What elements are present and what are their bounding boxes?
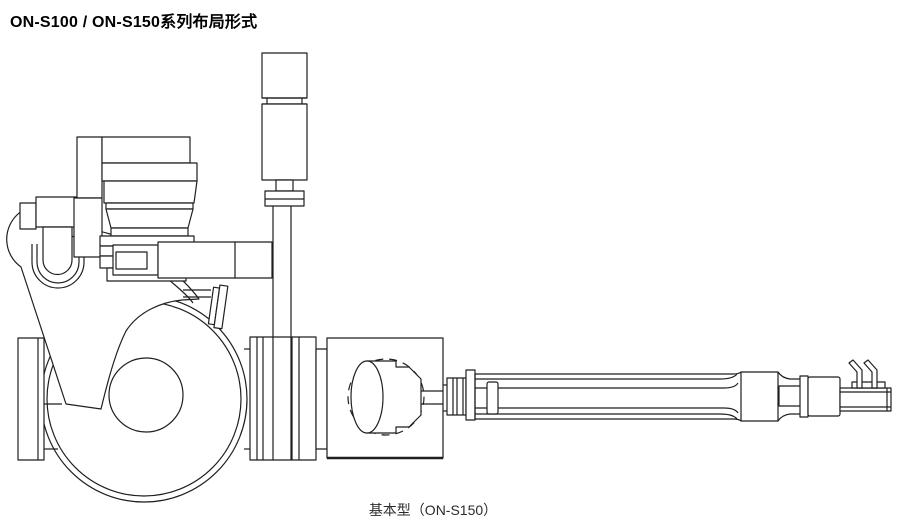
branch-flange — [183, 284, 228, 329]
bore-plug — [351, 361, 443, 433]
page-title: ON-S100 / ON-S150系列布局形式 — [10, 14, 258, 31]
lance-coupler — [443, 370, 475, 420]
junction-box — [327, 338, 443, 458]
flange-stack — [244, 337, 327, 460]
coupling-arm — [113, 242, 272, 278]
pivot-pin — [20, 197, 77, 274]
figure-caption: 基本型（ON-S150） — [368, 502, 498, 518]
inlet-flange-left — [18, 338, 62, 460]
lance-clamp — [487, 382, 498, 414]
bore-dashed-circle — [348, 359, 424, 435]
tip-hooks — [849, 360, 885, 388]
lance-tip — [840, 360, 891, 411]
cylinder-unit — [262, 53, 307, 206]
injection-lance — [475, 372, 741, 421]
lance-block — [741, 372, 840, 421]
